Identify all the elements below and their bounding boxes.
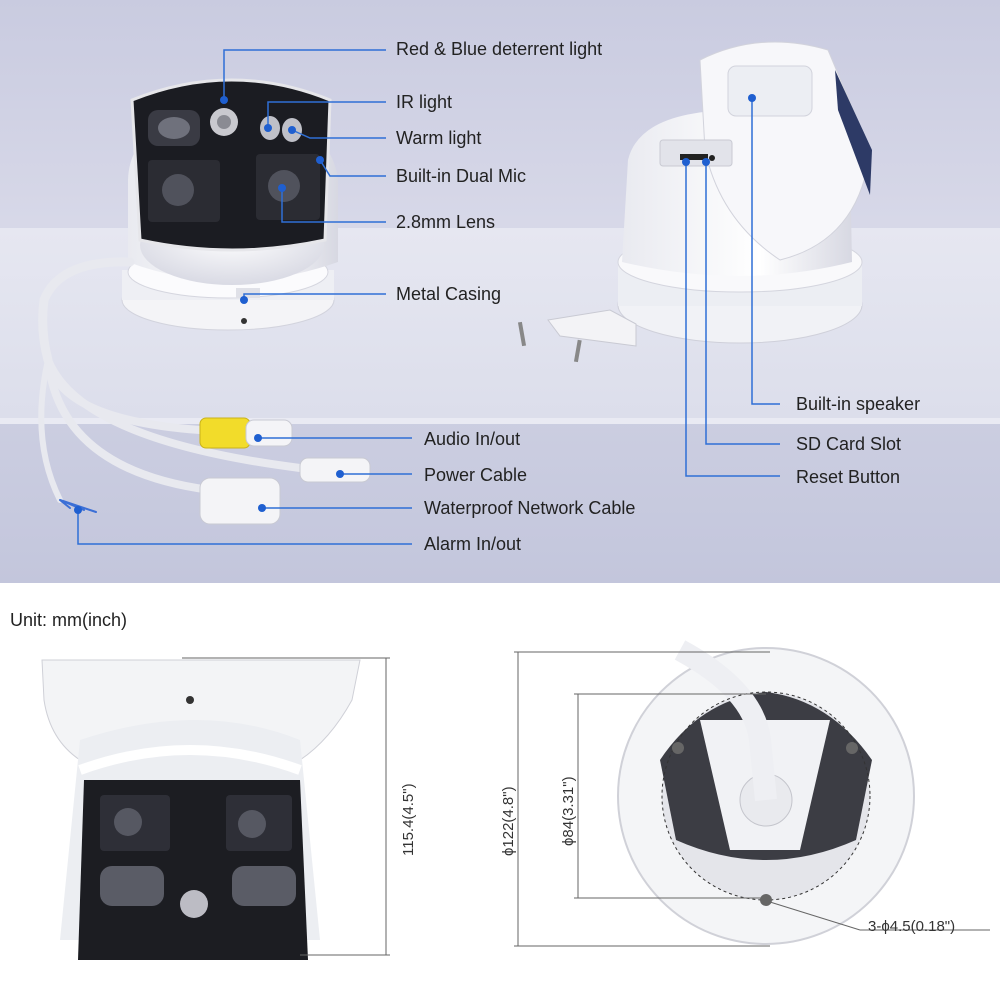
callout-alarm: Alarm In/out	[424, 534, 522, 554]
feature-panel: Red & Blue deterrent light IR light Warm…	[0, 0, 1000, 583]
callout-lines	[77, 49, 780, 545]
dimension-side-view-icon	[41, 657, 390, 960]
callout-network-cable: Waterproof Network Cable	[424, 498, 636, 518]
camera-illustrations	[38, 41, 872, 545]
callout-metal-casing: Metal Casing	[396, 284, 502, 304]
cable-bundle-icon	[38, 257, 371, 525]
dim-outer-diameter: ϕ122(4.8")	[500, 786, 517, 856]
callout-deterrent-light: Red & Blue deterrent light	[396, 39, 603, 59]
callout-ir-light: IR light	[396, 92, 453, 112]
unit-label: Unit: mm(inch)	[10, 610, 128, 630]
shelf-edge	[0, 418, 1000, 424]
callout-power-cable: Power Cable	[424, 465, 528, 485]
callout-dual-mic: Built-in Dual Mic	[396, 166, 527, 186]
callout-speaker: Built-in speaker	[796, 394, 921, 414]
callout-reset-button: Reset Button	[796, 467, 901, 487]
dimension-bottom-view-icon	[514, 640, 990, 947]
callout-dots	[74, 94, 756, 514]
dim-inner-diameter: ϕ84(3.31")	[560, 776, 577, 846]
callout-audio: Audio In/out	[424, 429, 521, 449]
camera-back-view-icon	[517, 41, 872, 363]
callout-warm-light: Warm light	[396, 128, 482, 148]
callout-sd-card-slot: SD Card Slot	[796, 434, 902, 454]
camera-front-view-icon	[121, 78, 338, 331]
callout-lens: 2.8mm Lens	[396, 212, 496, 232]
dim-height: 115.4(4.5")	[400, 783, 417, 856]
dim-holes: 3-ϕ4.5(0.18")	[868, 918, 956, 935]
